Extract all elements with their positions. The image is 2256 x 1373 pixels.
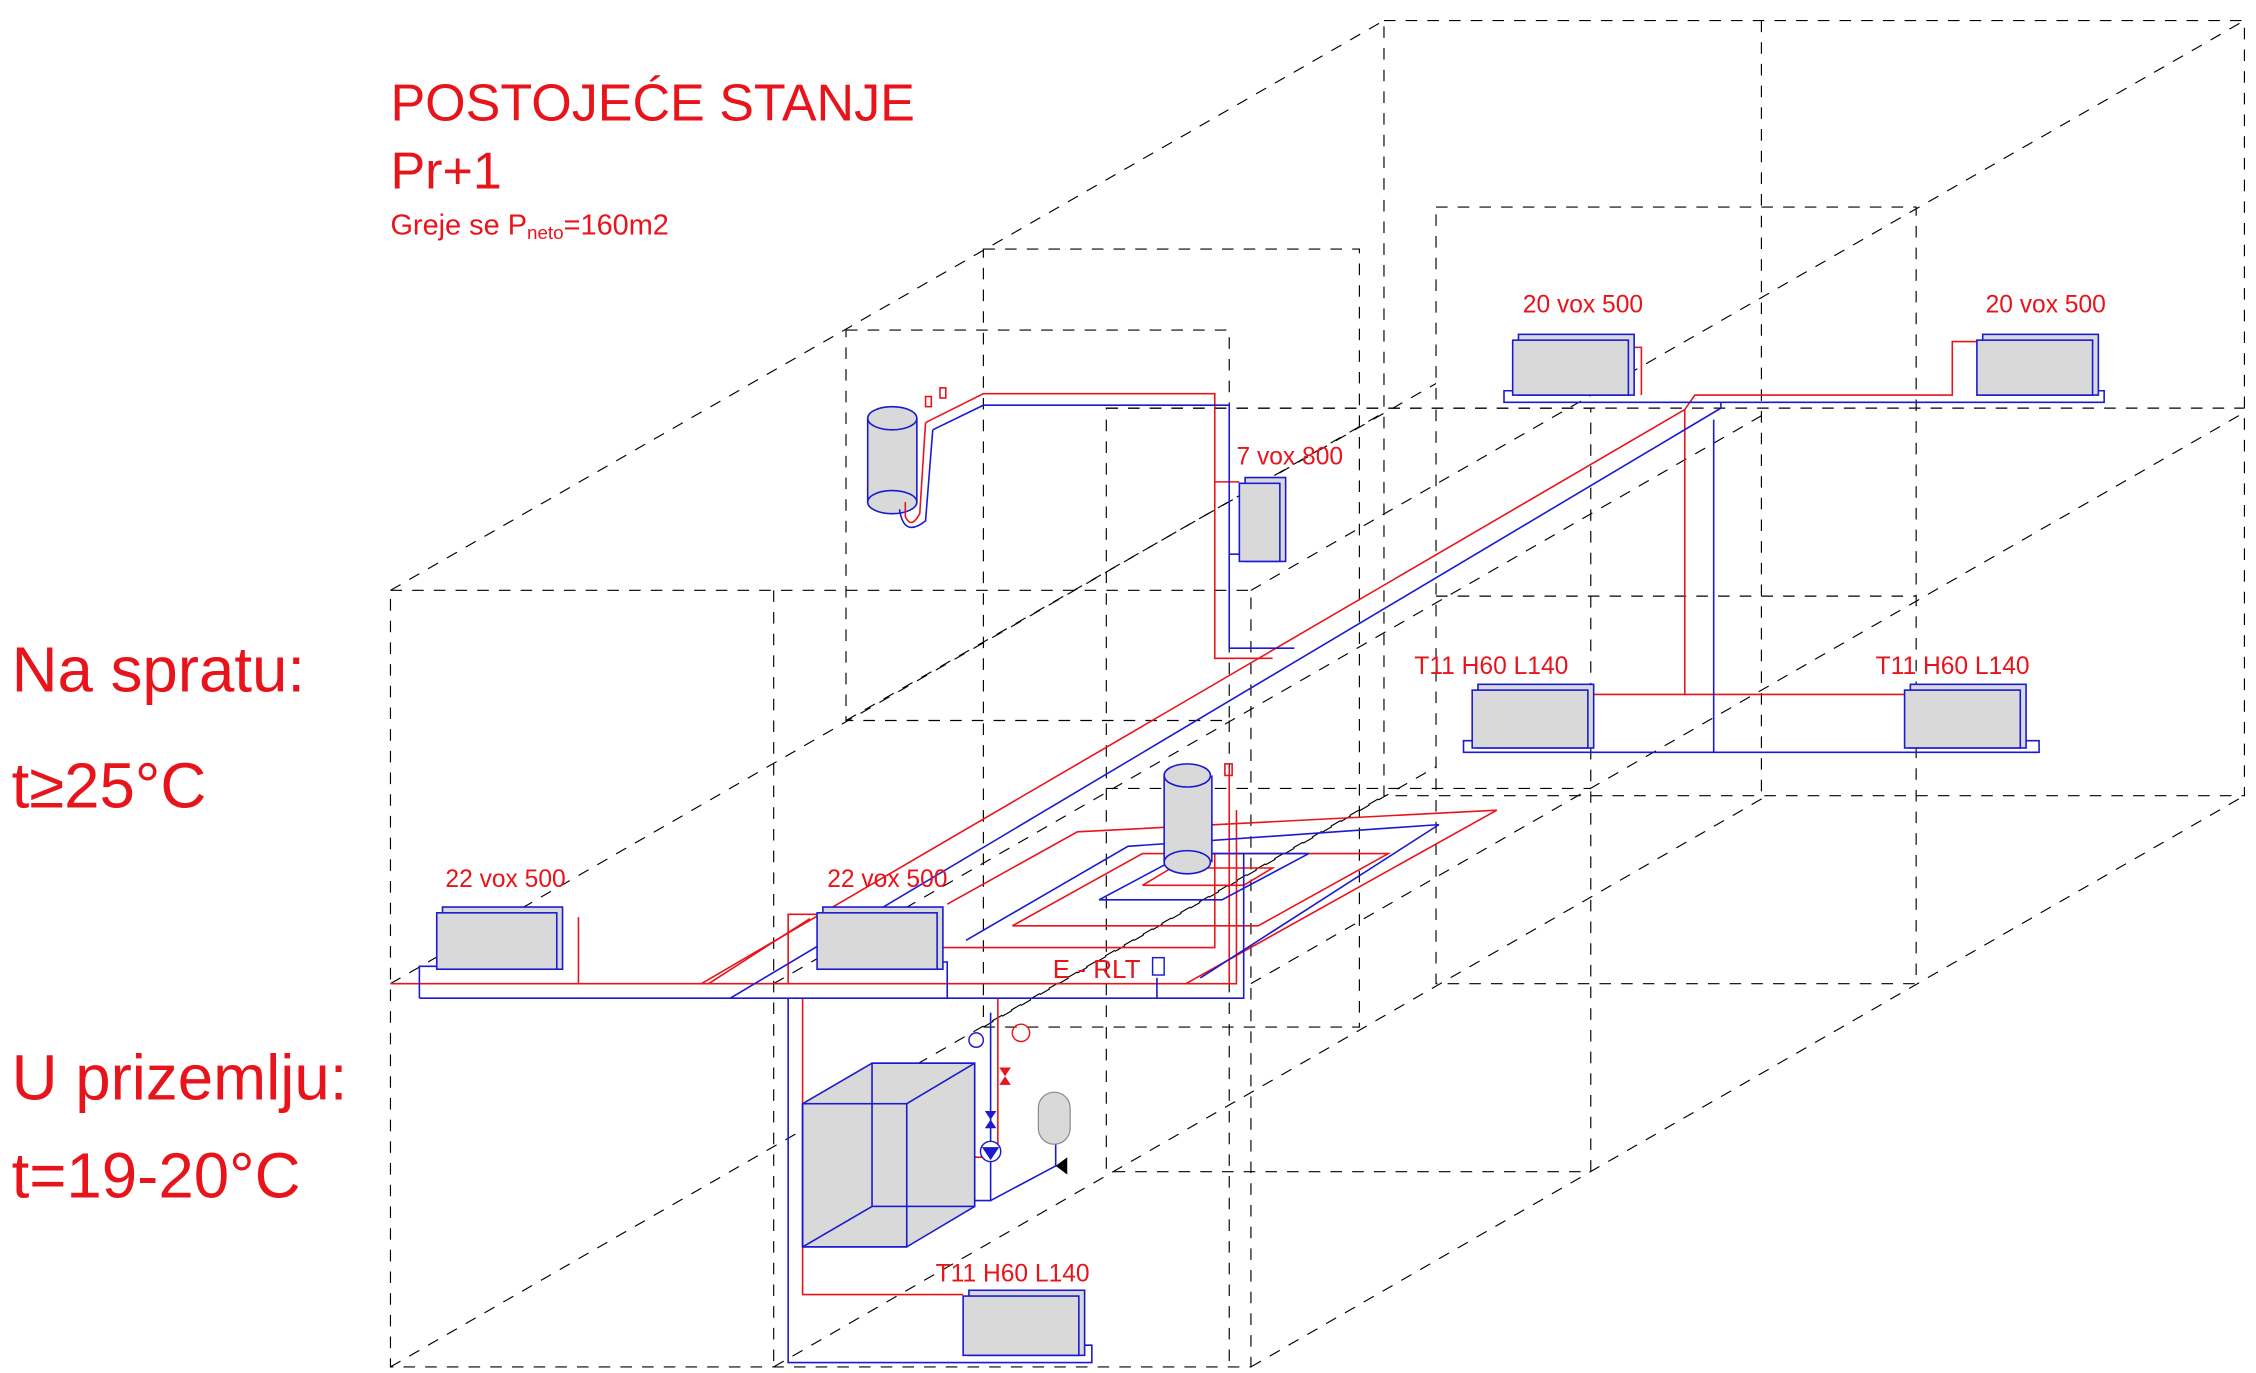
radiator: T11 H60 L140 [1876,653,2030,749]
thermometer-icon [968,1023,1031,1049]
expansion-vessel [1037,1091,1071,1145]
ground-floor-label: U prizemlju: [12,1042,348,1113]
radiator-label: T11 H60 L140 [1414,653,1568,680]
ground-floor-temperature: t=19-20°C [12,1141,301,1212]
radiator-label: 22 vox 500 [827,866,947,893]
radiator-label: 20 vox 500 [1523,292,1643,319]
radiator-label: T11 H60 L140 [936,1261,1090,1288]
radiator-label: 7 vox 800 [1236,444,1343,471]
upper-floor-temperature: t≥25°C [12,750,207,821]
circulation-pump-icon [979,1140,1002,1163]
heated-area-prefix: Greje se P [390,210,527,242]
upper-storage-cylinder [866,387,947,529]
page-title: POSTOJEĆE STANJE [390,74,914,132]
radiator: T11 H60 L140 [936,1261,1090,1357]
page-subtitle: Pr+1 [390,142,501,200]
radiator: 22 vox 500 [435,866,566,971]
hot-water-tank [1163,763,1233,875]
heated-area: Greje se Pneto=160m2 [390,210,668,243]
heated-area-suffix: =160m2 [564,210,669,242]
radiator-label: T11 H60 L140 [1876,653,2030,680]
radiator: 20 vox 500 [1511,292,1643,396]
controller-label: E - RLT [1053,954,1141,984]
radiator: 22 vox 500 [816,866,947,971]
radiator: 20 vox 500 [1976,292,2106,396]
room-thermostat: E - RLT [1053,954,1165,984]
radiator-label: 22 vox 500 [445,866,565,893]
heated-area-sub: neto [527,222,564,243]
radiator-label: 20 vox 500 [1986,292,2106,319]
upper-floor-label: Na spratu: [12,635,306,706]
radiator: T11 H60 L140 [1414,653,1595,749]
radiator: 7 vox 800 [1236,444,1343,563]
boiler-unit [801,1062,976,1248]
